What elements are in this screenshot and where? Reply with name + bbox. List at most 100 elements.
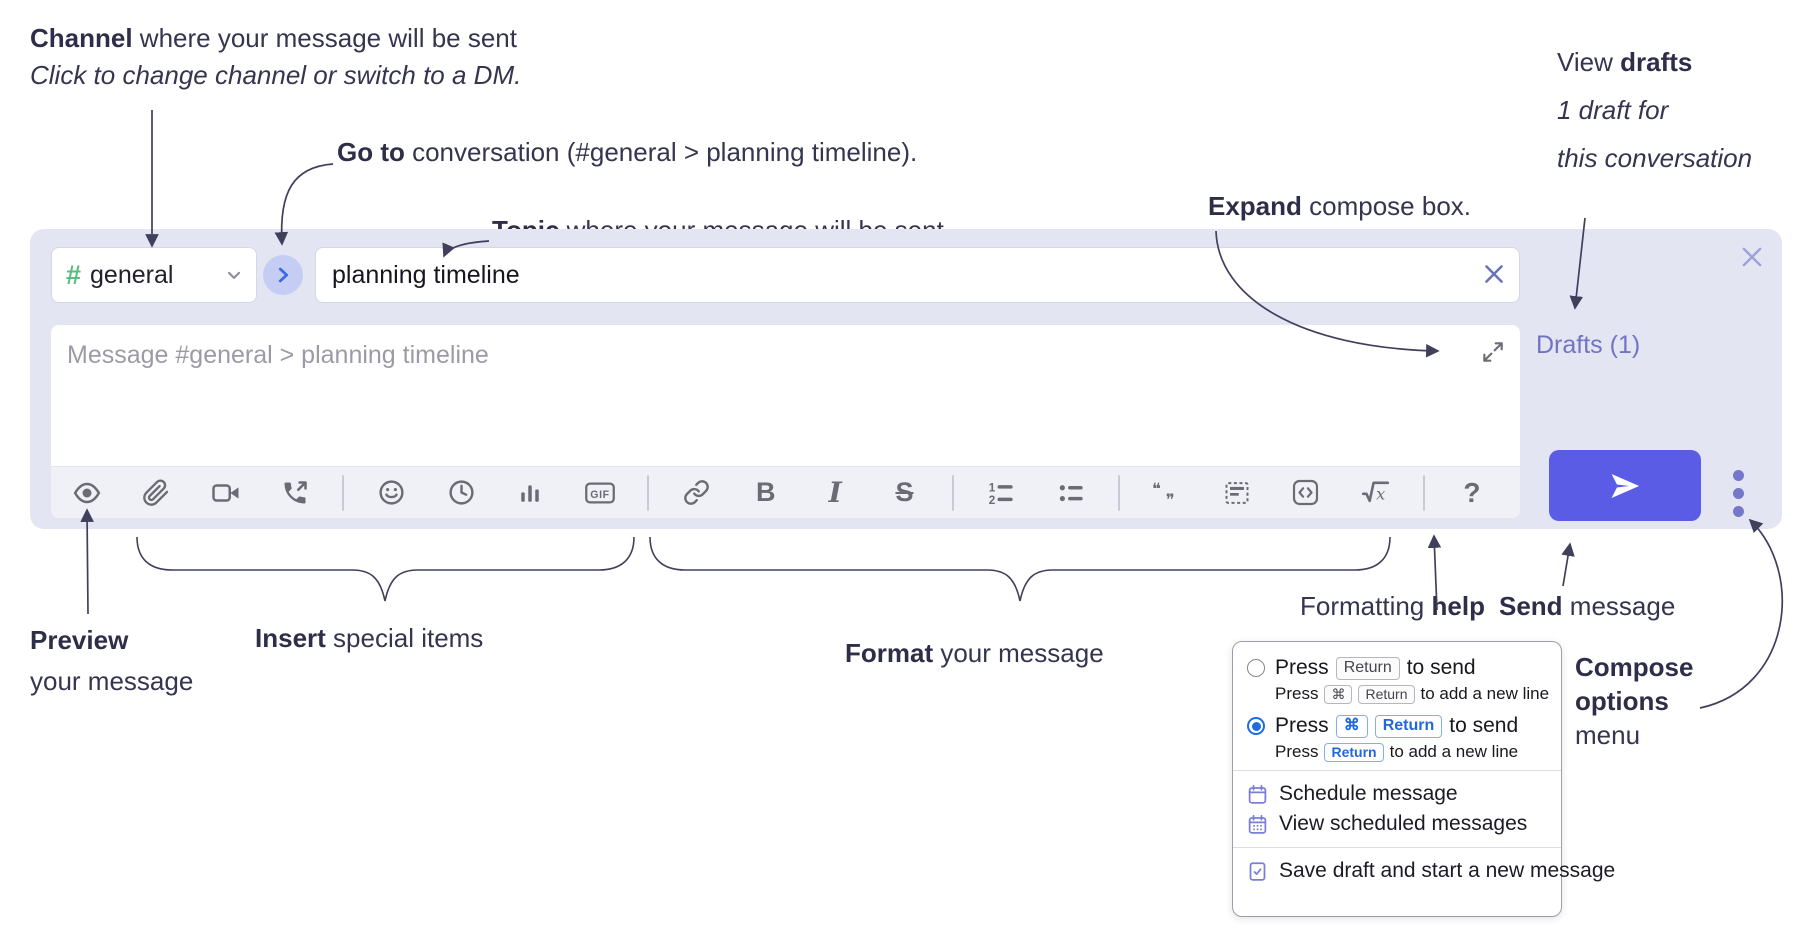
svg-text:❞: ❞ — [1166, 491, 1175, 508]
format-brace — [649, 536, 1391, 602]
phone-call-icon — [284, 480, 307, 503]
audio-call-button[interactable] — [273, 473, 317, 513]
svg-text:2: 2 — [989, 494, 996, 507]
formatting-help-annotation: Formatting help — [1300, 591, 1485, 621]
math-button[interactable]: x — [1353, 473, 1397, 513]
video-call-button[interactable] — [204, 473, 248, 513]
ellipsis-dot — [1732, 469, 1744, 481]
preview-button[interactable] — [65, 473, 109, 513]
radio-unselected-icon[interactable] — [1247, 659, 1265, 677]
topic-field — [315, 247, 1520, 303]
clear-x-icon — [1485, 265, 1503, 283]
topic-input[interactable] — [315, 247, 1520, 303]
expand-annotation: Expand compose box. — [1208, 191, 1472, 221]
compose-options-connector — [1699, 518, 1784, 709]
channel-annotation-rest: where your message will be sent — [132, 23, 517, 53]
strikethrough-icon: S — [895, 477, 914, 507]
channel-annotation: Channel where your message will be sent … — [30, 20, 521, 94]
math-icon: x — [1361, 481, 1389, 504]
cmd-key-badge: ⌘ — [1335, 714, 1368, 738]
poll-button[interactable] — [508, 473, 552, 513]
menu-divider — [1233, 847, 1561, 848]
bar-chart-icon — [521, 484, 540, 502]
insert-brace — [136, 536, 635, 602]
return-key-badge: Return — [1374, 714, 1443, 738]
numbered-list-icon: 12 — [989, 481, 1013, 507]
svg-text:1: 1 — [989, 481, 996, 494]
bold-icon: B — [756, 477, 776, 507]
italic-icon: I — [828, 476, 842, 509]
return-key-badge: Return — [1324, 742, 1384, 762]
expand-compose-button[interactable] — [1480, 339, 1506, 365]
help-button[interactable]: ? — [1450, 473, 1494, 513]
svg-text:GIF: GIF — [590, 488, 610, 500]
menu-item-save-draft-new-message[interactable]: Save draft and start a new message — [1247, 856, 1615, 886]
send-annotation: Send message — [1499, 591, 1676, 621]
svg-text:x: x — [1376, 485, 1385, 504]
svg-text:❝: ❝ — [1152, 480, 1161, 498]
menu-item-view-scheduled-messages[interactable]: View scheduled messages — [1247, 809, 1547, 839]
return-key-badge: Return — [1358, 684, 1415, 704]
compose-box: # general — [30, 229, 1782, 529]
toolbar-divider — [951, 474, 954, 511]
menu-option-cmd-return-to-send[interactable]: Press ⌘ Return to send — [1247, 712, 1547, 740]
question-mark-icon: ? — [1463, 477, 1481, 508]
menu-divider — [1233, 770, 1561, 771]
italic-button[interactable]: I — [813, 473, 857, 513]
attach-file-button[interactable] — [134, 473, 178, 513]
cmd-key-badge: ⌘ — [1324, 684, 1353, 704]
close-compose-button[interactable] — [1738, 243, 1766, 271]
drafts-link[interactable]: Drafts (1) — [1536, 331, 1641, 359]
channel-annotation-bold: Channel — [30, 23, 133, 53]
toolbar-divider — [647, 474, 650, 511]
paperclip-icon — [143, 478, 169, 506]
message-input[interactable] — [51, 325, 1520, 466]
code-icon — [1293, 479, 1319, 506]
menu-option-return-to-send[interactable]: Press Return to send — [1247, 654, 1547, 682]
emoji-button[interactable] — [370, 473, 414, 513]
radio-selected-icon[interactable] — [1247, 717, 1265, 735]
clock-icon — [448, 480, 474, 505]
spoiler-icon — [1225, 481, 1249, 504]
clear-topic-button[interactable] — [1480, 261, 1508, 289]
calendar-icon — [1247, 784, 1268, 805]
menu-option-return-subtext: Press ⌘ Return to add a new line — [1275, 684, 1550, 704]
goto-annotation: Go to conversation (#general > planning … — [337, 137, 918, 167]
eye-icon — [73, 482, 101, 503]
close-icon — [1742, 247, 1762, 267]
channel-selector[interactable]: # general — [51, 247, 257, 303]
compose-options-menu: Press Return to send Press ⌘ Return to a… — [1232, 641, 1615, 917]
channel-annotation-sub: Click to change channel or switch to a D… — [30, 60, 522, 90]
chevron-down-icon — [227, 271, 241, 279]
compose-options-annotation: Compose options menu — [1575, 652, 1694, 750]
expand-icon — [1483, 342, 1503, 362]
video-camera-icon — [211, 483, 239, 502]
ellipsis-dot — [1732, 505, 1744, 517]
spoiler-button[interactable] — [1215, 473, 1259, 513]
bold-button[interactable]: B — [744, 473, 788, 513]
format-annotation: Format your message — [845, 638, 1104, 668]
link-button[interactable] — [674, 473, 718, 513]
gif-button[interactable]: GIF — [578, 473, 622, 513]
drafts-annotation: View drafts 1 draft for this conversatio… — [1557, 47, 1753, 173]
time-button[interactable] — [439, 473, 483, 513]
gif-icon: GIF — [584, 482, 615, 503]
strikethrough-button[interactable]: S — [882, 473, 926, 513]
compose-options-button[interactable] — [1716, 462, 1760, 524]
go-to-conversation-button[interactable] — [263, 255, 303, 295]
code-button[interactable] — [1284, 473, 1328, 513]
bulleted-list-button[interactable] — [1049, 473, 1093, 513]
quote-icon: ❝❞ — [1152, 480, 1175, 508]
menu-item-schedule-message[interactable]: Schedule message — [1247, 779, 1547, 809]
send-connector — [1561, 542, 1575, 587]
toolbar-divider — [342, 474, 345, 511]
send-button[interactable] — [1549, 450, 1701, 521]
toolbar-divider — [1422, 474, 1425, 511]
bulleted-list-icon — [1059, 484, 1083, 501]
quote-button[interactable]: ❝❞ — [1145, 473, 1189, 513]
link-icon — [684, 480, 709, 505]
channel-name: general — [90, 260, 174, 289]
